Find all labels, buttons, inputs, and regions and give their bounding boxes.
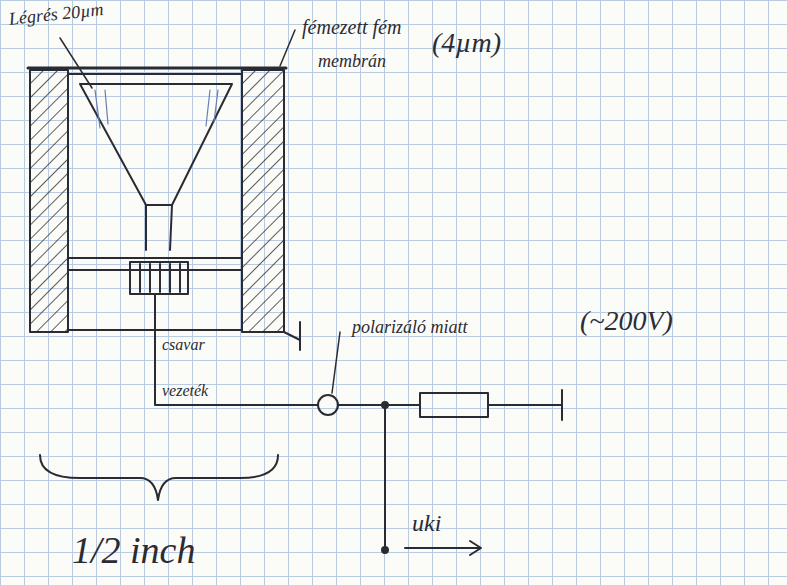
dimension-brace <box>40 455 278 500</box>
housing-wall <box>242 70 284 332</box>
wire <box>155 294 318 405</box>
dimension-label: (4µm) <box>432 28 501 59</box>
part-label: polarizáló miatt <box>352 318 468 338</box>
part-label: membrán <box>318 52 386 72</box>
membrane <box>28 67 286 70</box>
housing-wall <box>30 70 68 332</box>
part-label: csavar <box>162 336 205 354</box>
dimension-label: 1/2 inch <box>72 530 195 572</box>
output-arrow <box>405 541 481 555</box>
part-label: fémezett fém <box>302 16 401 38</box>
signal-name: uki <box>412 510 441 536</box>
screw <box>130 262 188 294</box>
backplate <box>80 84 232 250</box>
part-label: vezeték <box>162 382 208 400</box>
resistor-symbol <box>420 393 488 417</box>
part-label: Légrés 20µm <box>8 0 104 30</box>
connector-circle <box>318 395 338 415</box>
voltage-label: (~200V) <box>580 306 673 337</box>
